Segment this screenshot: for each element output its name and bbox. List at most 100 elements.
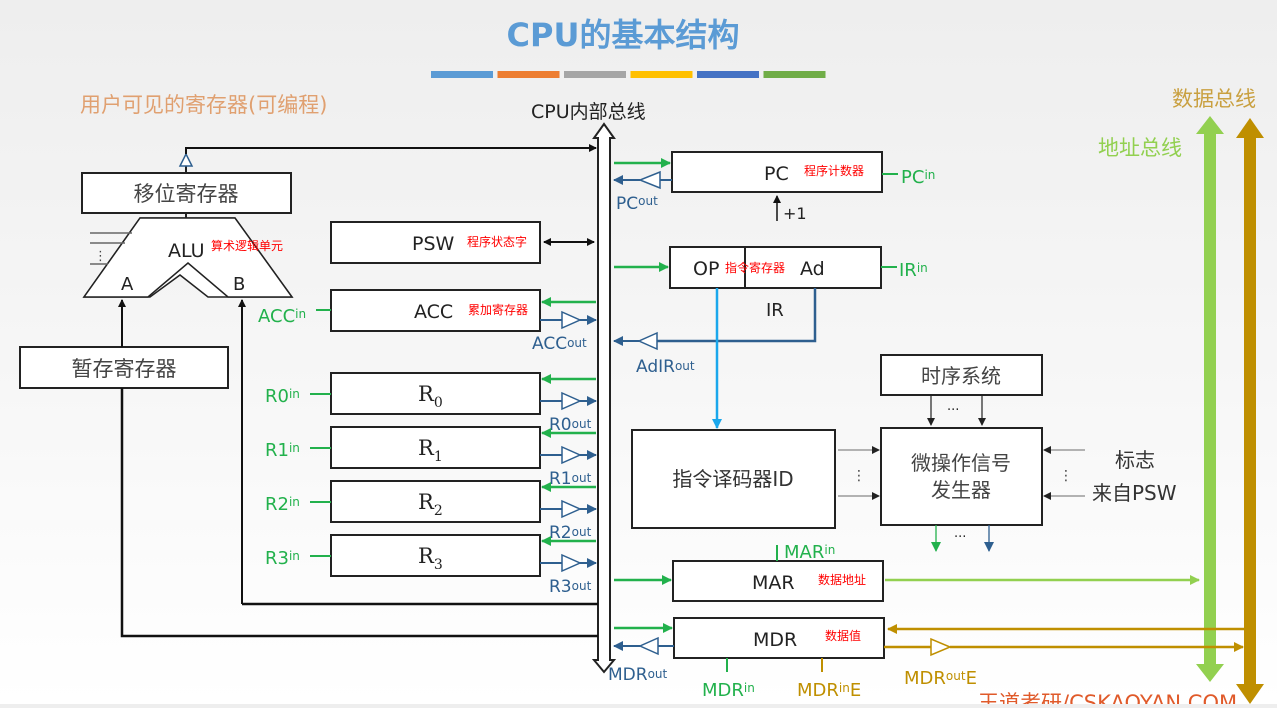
mdr-in-e-signal: MDRinE <box>797 680 861 701</box>
internal-bus-label: CPU内部总线 <box>531 101 646 123</box>
register-out-signal: R0out <box>549 415 592 435</box>
title-color-bars <box>431 71 826 78</box>
mar-in-signal: MARin <box>784 542 835 563</box>
micro-op-label-line2: 发生器 <box>931 478 991 502</box>
micro-operation-generator <box>880 427 1043 526</box>
psw-label: PSW <box>412 233 455 255</box>
title-color-bar <box>630 71 693 78</box>
temp-register-label: 暂存寄存器 <box>72 357 177 381</box>
bus-to-temp-line <box>120 388 598 638</box>
flags-label-line1: 标志 <box>1115 448 1155 472</box>
shifter-register <box>81 172 292 214</box>
shifter-tristate-icon <box>178 152 194 167</box>
ir-label: IR <box>766 300 784 321</box>
shifter-label: 移位寄存器 <box>134 182 239 206</box>
title-color-bar <box>497 71 560 78</box>
acc-note: 累加寄存器 <box>468 302 528 317</box>
mar-note: 数据地址 <box>818 572 866 587</box>
timing-ellipsis: ··· <box>947 403 959 418</box>
acc-out-signal: ACCout <box>532 334 587 354</box>
page-title: CPU的基本结构 <box>507 16 740 54</box>
ir-ad-field: Ad <box>800 258 825 280</box>
ir-register <box>669 246 882 289</box>
title-color-bar <box>431 71 493 78</box>
mdr-out-e-tristate-icon <box>930 637 952 657</box>
decoder-ellipsis: ⋮ <box>852 468 866 484</box>
alu-input-b-label: B <box>233 274 245 295</box>
ir-note: 指令寄存器 <box>725 260 785 275</box>
mar-label: MAR <box>752 572 795 594</box>
adir-out-signal: AdIRout <box>636 357 695 377</box>
register-out-signal: R2out <box>549 523 592 543</box>
shifter-to-bus-line <box>185 144 597 154</box>
ir-op-field: OP <box>693 258 719 280</box>
instruction-decoder-label: 指令译码器ID <box>672 467 793 491</box>
acc-label: ACC <box>414 301 453 323</box>
flags-ellipsis: ⋮ <box>1059 468 1073 484</box>
register-out-signal: R3out <box>549 577 592 597</box>
pc-register <box>671 151 883 193</box>
pc-in-signal: PCin <box>901 167 935 188</box>
register-in-signal: R2in <box>265 494 300 515</box>
register-label: R0 <box>418 382 443 411</box>
register-label: R1 <box>418 436 443 465</box>
mdr-out-e-signal: MDRoutE <box>904 668 977 689</box>
register-in-signal: R3in <box>265 548 300 569</box>
psw-note: 程序状态字 <box>467 234 527 249</box>
user-visible-registers-label: 用户可见的寄存器(可编程) <box>80 93 327 117</box>
flags-label-line2: 来自PSW <box>1092 481 1177 505</box>
alu-label: ALU <box>168 240 205 262</box>
pc-label: PC <box>764 163 789 185</box>
title-color-bar <box>763 71 826 78</box>
tristate-buffer-icon <box>561 310 582 330</box>
acc-in-signal: ACCin <box>258 306 306 327</box>
tristate-buffer-icon <box>561 553 582 573</box>
watermark: 王道考研/CSKAOYAN.COM <box>978 691 1237 704</box>
adir-out-tristate-icon <box>637 331 658 351</box>
alu-input-a-label: A <box>121 274 134 295</box>
mdr-note: 数据值 <box>825 628 861 643</box>
register-in-signal: R0in <box>265 386 300 407</box>
mdr-register <box>673 617 885 659</box>
register-label: R2 <box>418 490 443 519</box>
data-bus-label: 数据总线 <box>1172 87 1256 111</box>
mdr-out-tristate-icon <box>638 636 659 656</box>
temp-register <box>19 346 229 389</box>
tristate-buffer-icon <box>561 499 582 519</box>
register-out-signal: R1out <box>549 469 592 489</box>
mdr-out-signal: MDRout <box>608 665 668 685</box>
data-bus-arrow <box>1236 118 1264 704</box>
register-box <box>330 372 541 415</box>
internal-bus-arrow <box>591 122 617 674</box>
ir-in-signal: IRin <box>899 260 928 281</box>
tristate-buffer-icon <box>561 391 582 411</box>
acc-register <box>330 289 541 332</box>
timing-system <box>880 354 1043 396</box>
micro-op-label-line1: 微操作信号 <box>911 451 1011 475</box>
instruction-decoder <box>631 429 836 529</box>
control-ellipsis: ··· <box>954 530 966 545</box>
pc-out-signal: PCout <box>616 194 658 214</box>
tristate-buffer-icon <box>561 445 582 465</box>
pc-increment-label: +1 <box>783 204 807 223</box>
alu-note: 算术逻辑单元 <box>211 238 283 253</box>
register-box <box>330 426 541 469</box>
address-bus-arrow <box>1196 116 1224 682</box>
mdr-label: MDR <box>753 629 797 651</box>
mdr-in-signal: MDRin <box>702 680 755 701</box>
alu-control-ellipsis: ⋮ <box>94 249 107 264</box>
title-color-bar <box>564 71 626 78</box>
pc-note: 程序计数器 <box>804 163 864 178</box>
psw-register <box>330 221 541 264</box>
general-registers: R0R0inR0outR1R1inR1outR2R2inR2outR3R3inR… <box>265 372 597 597</box>
register-box <box>330 480 541 523</box>
pc-out-tristate-icon <box>637 170 661 190</box>
register-label: R3 <box>418 544 443 573</box>
address-bus-label: 地址总线 <box>1098 136 1182 160</box>
